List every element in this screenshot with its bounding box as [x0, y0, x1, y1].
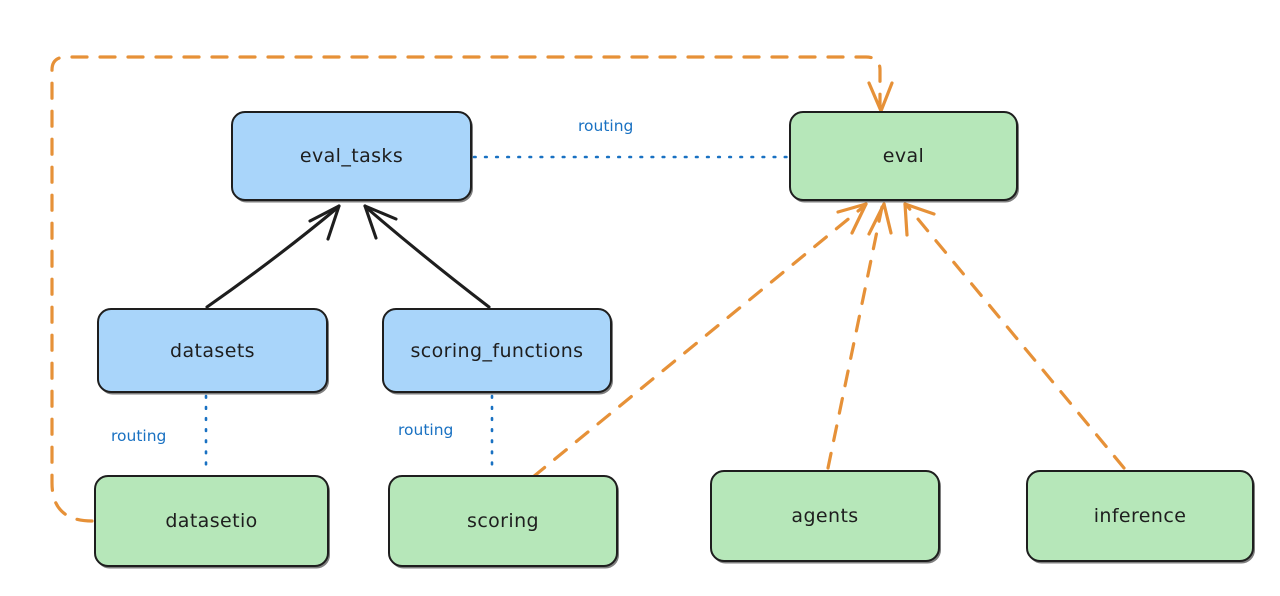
edge-scoring-functions-to-eval-tasks	[363, 204, 491, 309]
edge-label-routing-datasets-datasetio: routing	[111, 427, 167, 445]
edge-label-routing-eval-tasks-eval: routing	[578, 117, 634, 135]
node-label-eval-tasks: eval_tasks	[299, 145, 404, 167]
edge-label-routing-scoring-functions-scoring: routing	[398, 421, 454, 439]
node-label-datasetio: datasetio	[165, 510, 258, 532]
node-label-inference: inference	[1093, 505, 1187, 527]
node-label-agents: agents	[791, 505, 859, 527]
node-scoring[interactable]: scoring	[388, 475, 618, 567]
edge-agents-to-eval	[826, 202, 893, 470]
node-label-scoring-functions: scoring_functions	[410, 339, 584, 362]
node-label-scoring: scoring	[467, 510, 539, 532]
edge-datasets-to-eval-tasks	[205, 204, 341, 309]
node-datasetio[interactable]: datasetio	[94, 475, 329, 567]
node-eval-tasks[interactable]: eval_tasks	[231, 111, 472, 201]
node-agents[interactable]: agents	[710, 470, 940, 562]
edge-datasetio-to-eval	[50, 55, 894, 523]
node-label-eval: eval	[882, 145, 925, 167]
node-label-datasets: datasets	[170, 339, 255, 362]
node-scoring-functions[interactable]: scoring_functions	[382, 308, 612, 393]
node-eval[interactable]: eval	[789, 111, 1018, 201]
edge-inference-to-eval	[903, 202, 1126, 470]
node-datasets[interactable]: datasets	[97, 308, 328, 393]
node-inference[interactable]: inference	[1026, 470, 1254, 562]
